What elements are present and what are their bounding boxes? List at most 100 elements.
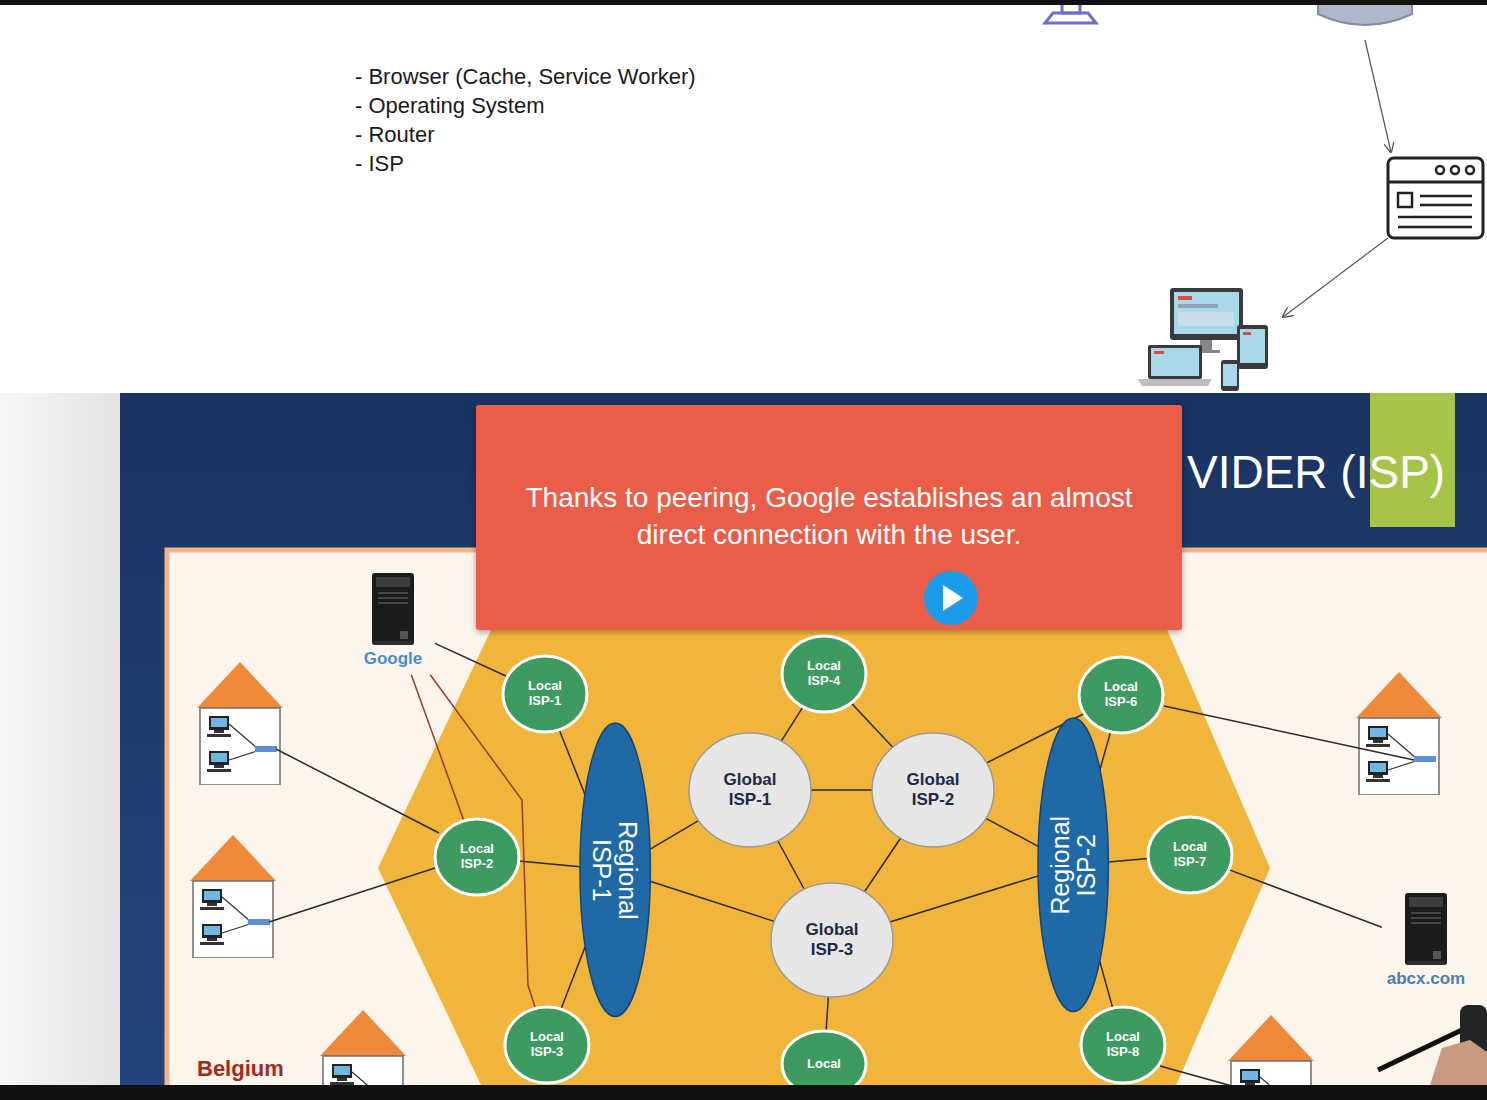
note-text: - Operating System — [355, 93, 545, 118]
microphone — [1378, 1005, 1487, 1085]
country-label: Belgium — [197, 1056, 284, 1081]
note-text: - ISP — [355, 151, 404, 176]
devices-icon — [1178, 312, 1234, 326]
node-text-block: Global ISP-3 — [792, 920, 872, 961]
node-label: Local ISP-8 — [1097, 1030, 1149, 1060]
note-text: - ISP — [355, 151, 404, 176]
node-outline — [771, 883, 893, 997]
node-label: Thanks to peering, Google establishes an… — [504, 480, 1154, 554]
network-link — [890, 876, 1038, 922]
house-icon — [1356, 672, 1442, 795]
network-link — [1108, 859, 1148, 862]
regional-isp-ellipse: Regional ISP-2 — [1036, 716, 1110, 1013]
devices-icon — [1240, 329, 1265, 363]
browser-icon — [1398, 216, 1472, 219]
devices-icon — [1138, 379, 1212, 386]
local-isp-circle: Local ISP-1 — [501, 654, 589, 734]
video-bar — [0, 0, 1487, 5]
node-outline — [872, 733, 994, 847]
devices-icon — [1148, 345, 1202, 379]
network-link — [559, 730, 585, 794]
network-link — [519, 861, 580, 867]
devices-icon — [1170, 288, 1243, 340]
network-link — [781, 707, 803, 741]
browser-icon — [1388, 158, 1483, 238]
node-label: Local — [807, 1057, 841, 1072]
node-text-block: Local ISP-8 — [1097, 1030, 1149, 1060]
devices-icon — [1178, 296, 1192, 300]
server-icon — [372, 573, 414, 645]
node-text-block: abcx.com — [1387, 969, 1465, 989]
browser-icon — [1420, 195, 1472, 198]
house-wire — [1160, 1066, 1286, 1100]
network-link — [811, 789, 872, 791]
network-link — [1100, 732, 1111, 770]
node-label: Local ISP-7 — [1164, 840, 1216, 870]
network-link — [986, 818, 1038, 846]
house-icon — [190, 835, 276, 958]
house-wire — [269, 706, 1414, 1100]
node-label: Regional ISP-1 — [589, 810, 642, 930]
node-label: Local ISP-2 — [451, 842, 503, 872]
node-outline — [503, 656, 587, 732]
house-wire — [276, 749, 439, 833]
node-outline — [1148, 817, 1232, 893]
devices-icon — [1243, 332, 1251, 335]
house-wire — [1164, 706, 1414, 760]
flow-arrow — [1365, 40, 1391, 152]
server-icon — [1403, 893, 1449, 965]
node-outline — [1038, 718, 1108, 1011]
house-wire — [269, 868, 435, 922]
node-label: Local ISP-3 — [521, 1030, 573, 1060]
local-isp-circle: Local — [780, 1029, 868, 1099]
server-node: Google — [351, 573, 435, 675]
node-text-block: Local ISP-3 — [521, 1030, 573, 1060]
local-isp-circle: Local ISP-7 — [1146, 815, 1234, 895]
note-text: - Router — [355, 122, 434, 147]
note-text: - Router — [355, 122, 434, 147]
network-link — [826, 997, 828, 1031]
node-text-block: Local ISP-2 — [451, 842, 503, 872]
local-isp-circle: Local ISP-3 — [503, 1005, 591, 1085]
node-text-block: Local — [807, 1057, 841, 1072]
node-outline — [689, 733, 811, 847]
slide-title: VIDER (ISP) — [1187, 446, 1445, 499]
local-isp-circle: Local ISP-8 — [1079, 1005, 1167, 1085]
node-outline — [782, 1031, 866, 1097]
monitor-icon — [1062, 0, 1080, 13]
devices-icon — [1151, 348, 1199, 376]
network-link — [411, 675, 464, 821]
note-text: - Operating System — [355, 93, 545, 118]
house-icon — [197, 662, 283, 785]
database-icon — [1318, 0, 1412, 25]
node-label: Global ISP-1 — [710, 770, 790, 811]
devices-icon — [1223, 364, 1237, 386]
global-isp-circle: Global ISP-2 — [870, 731, 996, 849]
top-icons — [1045, 0, 1483, 391]
house-icon — [320, 1010, 406, 1100]
devices-icon — [1138, 288, 1268, 391]
network-link — [435, 643, 508, 676]
node-label: Local ISP-6 — [1095, 680, 1147, 710]
network-link — [778, 841, 805, 889]
global-isp-circle: Global ISP-3 — [769, 881, 895, 999]
node-text-block: Thanks to peering, Google establishes an… — [504, 480, 1154, 554]
network-link — [851, 703, 893, 747]
house-icon — [190, 662, 1442, 1100]
note-text: - Browser (Cache, Service Worker) — [355, 64, 696, 89]
node-text-block: Local ISP-1 — [519, 679, 571, 709]
node-label: abcx.com — [1387, 969, 1465, 989]
node-text-block: Global ISP-2 — [893, 770, 973, 811]
browser-icon — [1466, 166, 1474, 174]
node-text-block: Google — [364, 649, 423, 669]
country-label: Belgium — [197, 1056, 284, 1081]
devices-icon — [1154, 351, 1164, 354]
browser-icon — [1398, 226, 1472, 229]
node-text-block: Regional ISP-1 — [589, 810, 642, 930]
node-outline — [1079, 657, 1163, 733]
local-isp-circle: Local ISP-2 — [433, 817, 521, 897]
note-text: - Browser (Cache, Service Worker) — [355, 64, 696, 89]
server-icon — [370, 573, 416, 645]
node-label: Global ISP-3 — [792, 920, 872, 961]
